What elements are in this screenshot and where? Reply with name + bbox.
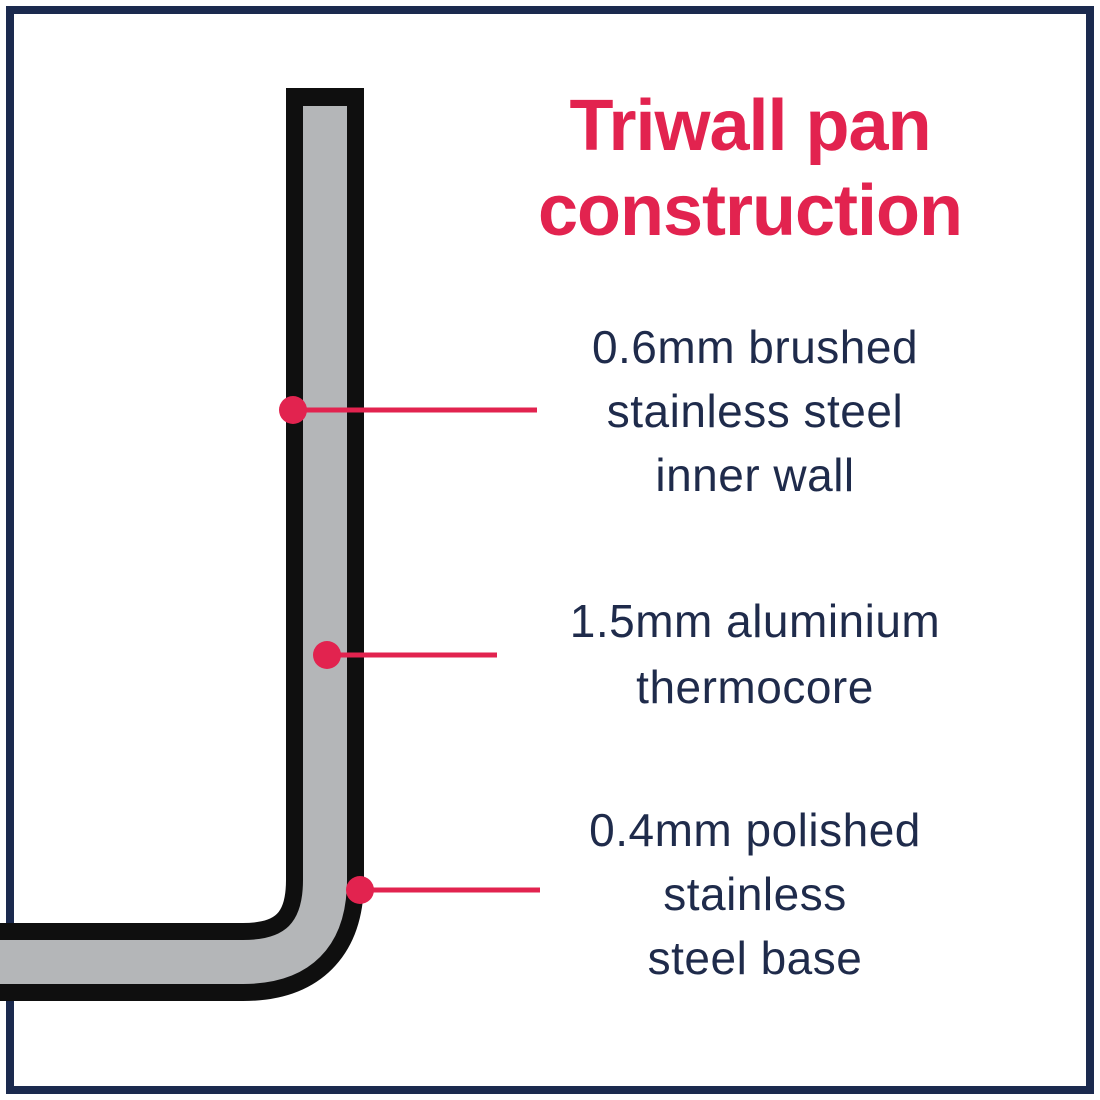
annotation-thermocore-line-1: 1.5mm aluminium xyxy=(569,595,941,647)
callout-dot-base xyxy=(346,876,374,904)
annotation-inner-wall-line-3: inner wall xyxy=(655,449,855,501)
annotation-thermocore-line-2: thermocore xyxy=(636,661,874,713)
annotation-inner-wall-line-1: 0.6mm brushed xyxy=(591,321,919,373)
steel-shell-shape xyxy=(0,88,364,1001)
title-line-2: construction xyxy=(537,171,963,251)
aluminium-core-shape xyxy=(0,106,347,984)
callout-dot-thermocore xyxy=(313,641,341,669)
annotation-base-line-1: 0.4mm polished xyxy=(589,804,921,856)
title-line-1: Triwall pan xyxy=(569,86,931,166)
annotation-inner-wall: 0.6mm brushed stainless steel inner wall xyxy=(460,315,1050,507)
diagram-title: Triwall pan construction xyxy=(440,84,1060,254)
annotation-inner-wall-line-2: stainless steel xyxy=(606,385,904,437)
annotation-thermocore: 1.5mm aluminium thermocore xyxy=(460,588,1050,720)
annotation-base: 0.4mm polished stainless steel base xyxy=(460,798,1050,990)
annotation-base-line-2: stainless xyxy=(663,868,847,920)
callout-dot-inner-wall xyxy=(279,396,307,424)
annotation-base-line-3: steel base xyxy=(647,932,863,984)
